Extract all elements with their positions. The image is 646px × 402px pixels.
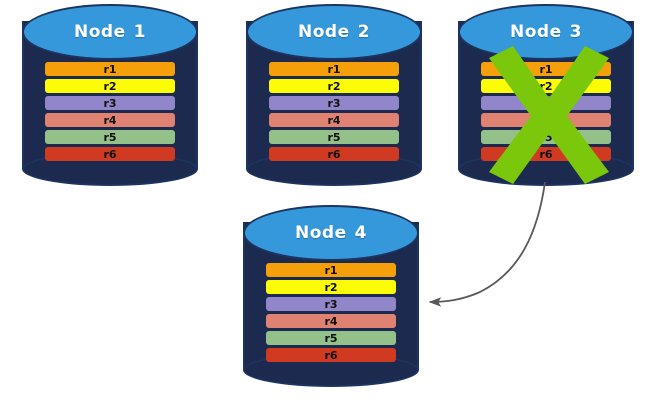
record-label: r4 — [103, 113, 117, 127]
node-1-label: Node 1 — [74, 22, 146, 42]
node-3-record-r1[interactable]: r1 — [480, 62, 612, 76]
record-label: r4 — [327, 113, 341, 127]
node-2-label: Node 2 — [298, 22, 370, 42]
record-label: r5 — [539, 130, 553, 144]
record-label: r6 — [103, 147, 117, 161]
record-label: r5 — [103, 130, 117, 144]
node-2-name: Node — [298, 22, 350, 42]
record-label: r3 — [539, 96, 553, 110]
node-4-record-r2[interactable]: r2 — [265, 280, 397, 294]
record-label: r1 — [327, 62, 341, 76]
node-3[interactable]: Node 3 r1 r2 r3 r4 r5 r6 — [458, 4, 634, 186]
record-label: r1 — [103, 62, 117, 76]
record-label: r4 — [324, 314, 338, 328]
node-2-record-r5[interactable]: r5 — [268, 130, 400, 144]
node-1-record-r2[interactable]: r2 — [44, 79, 176, 93]
record-label: r2 — [327, 79, 341, 93]
node-4-number: 4 — [354, 223, 367, 243]
node-3-record-r5[interactable]: r5 — [480, 130, 612, 144]
record-label: r1 — [539, 62, 553, 76]
node-2-record-r6[interactable]: r6 — [268, 147, 400, 161]
node-1-number: 1 — [133, 22, 146, 42]
record-label: r6 — [324, 348, 338, 362]
node-1-record-r1[interactable]: r1 — [44, 62, 176, 76]
record-label: r2 — [103, 79, 117, 93]
record-label: r6 — [327, 147, 341, 161]
record-label: r6 — [539, 147, 553, 161]
node-1-cylinder-top: Node 1 — [22, 4, 198, 60]
record-label: r5 — [327, 130, 341, 144]
node-1-records: r1 r2 r3 r4 r5 r6 — [44, 62, 176, 161]
node-2-number: 2 — [357, 22, 370, 42]
record-label: r2 — [324, 280, 338, 294]
node-3-records: r1 r2 r3 r4 r5 r6 — [480, 62, 612, 161]
node-1-record-r4[interactable]: r4 — [44, 113, 176, 127]
node-3-number: 3 — [569, 22, 582, 42]
node-3-record-r2[interactable]: r2 — [480, 79, 612, 93]
record-label: r3 — [327, 96, 341, 110]
node-4-record-r4[interactable]: r4 — [265, 314, 397, 328]
node-2-record-r4[interactable]: r4 — [268, 113, 400, 127]
node-2-record-r2[interactable]: r2 — [268, 79, 400, 93]
record-label: r3 — [103, 96, 117, 110]
node-1[interactable]: Node 1 r1 r2 r3 r4 r5 r6 — [22, 4, 198, 186]
node-4-name: Node — [295, 223, 347, 243]
node-1-record-r3[interactable]: r3 — [44, 96, 176, 110]
node-1-name: Node — [74, 22, 126, 42]
node-4-record-r3[interactable]: r3 — [265, 297, 397, 311]
node-4-label: Node 4 — [295, 223, 367, 243]
node-2-cylinder-top: Node 2 — [246, 4, 422, 60]
node-2[interactable]: Node 2 r1 r2 r3 r4 r5 r6 — [246, 4, 422, 186]
node-4-cylinder-top: Node 4 — [243, 205, 419, 261]
record-label: r3 — [324, 297, 338, 311]
record-label: r4 — [539, 113, 553, 127]
node-3-label: Node 3 — [510, 22, 582, 42]
node-2-record-r1[interactable]: r1 — [268, 62, 400, 76]
node-3-record-r3[interactable]: r3 — [480, 96, 612, 110]
node-3-name: Node — [510, 22, 562, 42]
node-4-records: r1 r2 r3 r4 r5 r6 — [265, 263, 397, 362]
node-2-records: r1 r2 r3 r4 r5 r6 — [268, 62, 400, 161]
node-4-record-r6[interactable]: r6 — [265, 348, 397, 362]
node-4-record-r5[interactable]: r5 — [265, 331, 397, 345]
node-3-record-r6[interactable]: r6 — [480, 147, 612, 161]
node-4[interactable]: Node 4 r1 r2 r3 r4 r5 r6 — [243, 205, 419, 387]
node-3-cylinder-top: Node 3 — [458, 4, 634, 60]
node-1-record-r6[interactable]: r6 — [44, 147, 176, 161]
record-label: r2 — [539, 79, 553, 93]
node-2-record-r3[interactable]: r3 — [268, 96, 400, 110]
node-1-record-r5[interactable]: r5 — [44, 130, 176, 144]
record-label: r1 — [324, 263, 338, 277]
record-label: r5 — [324, 331, 338, 345]
node-4-record-r1[interactable]: r1 — [265, 263, 397, 277]
node-3-record-r4[interactable]: r4 — [480, 113, 612, 127]
